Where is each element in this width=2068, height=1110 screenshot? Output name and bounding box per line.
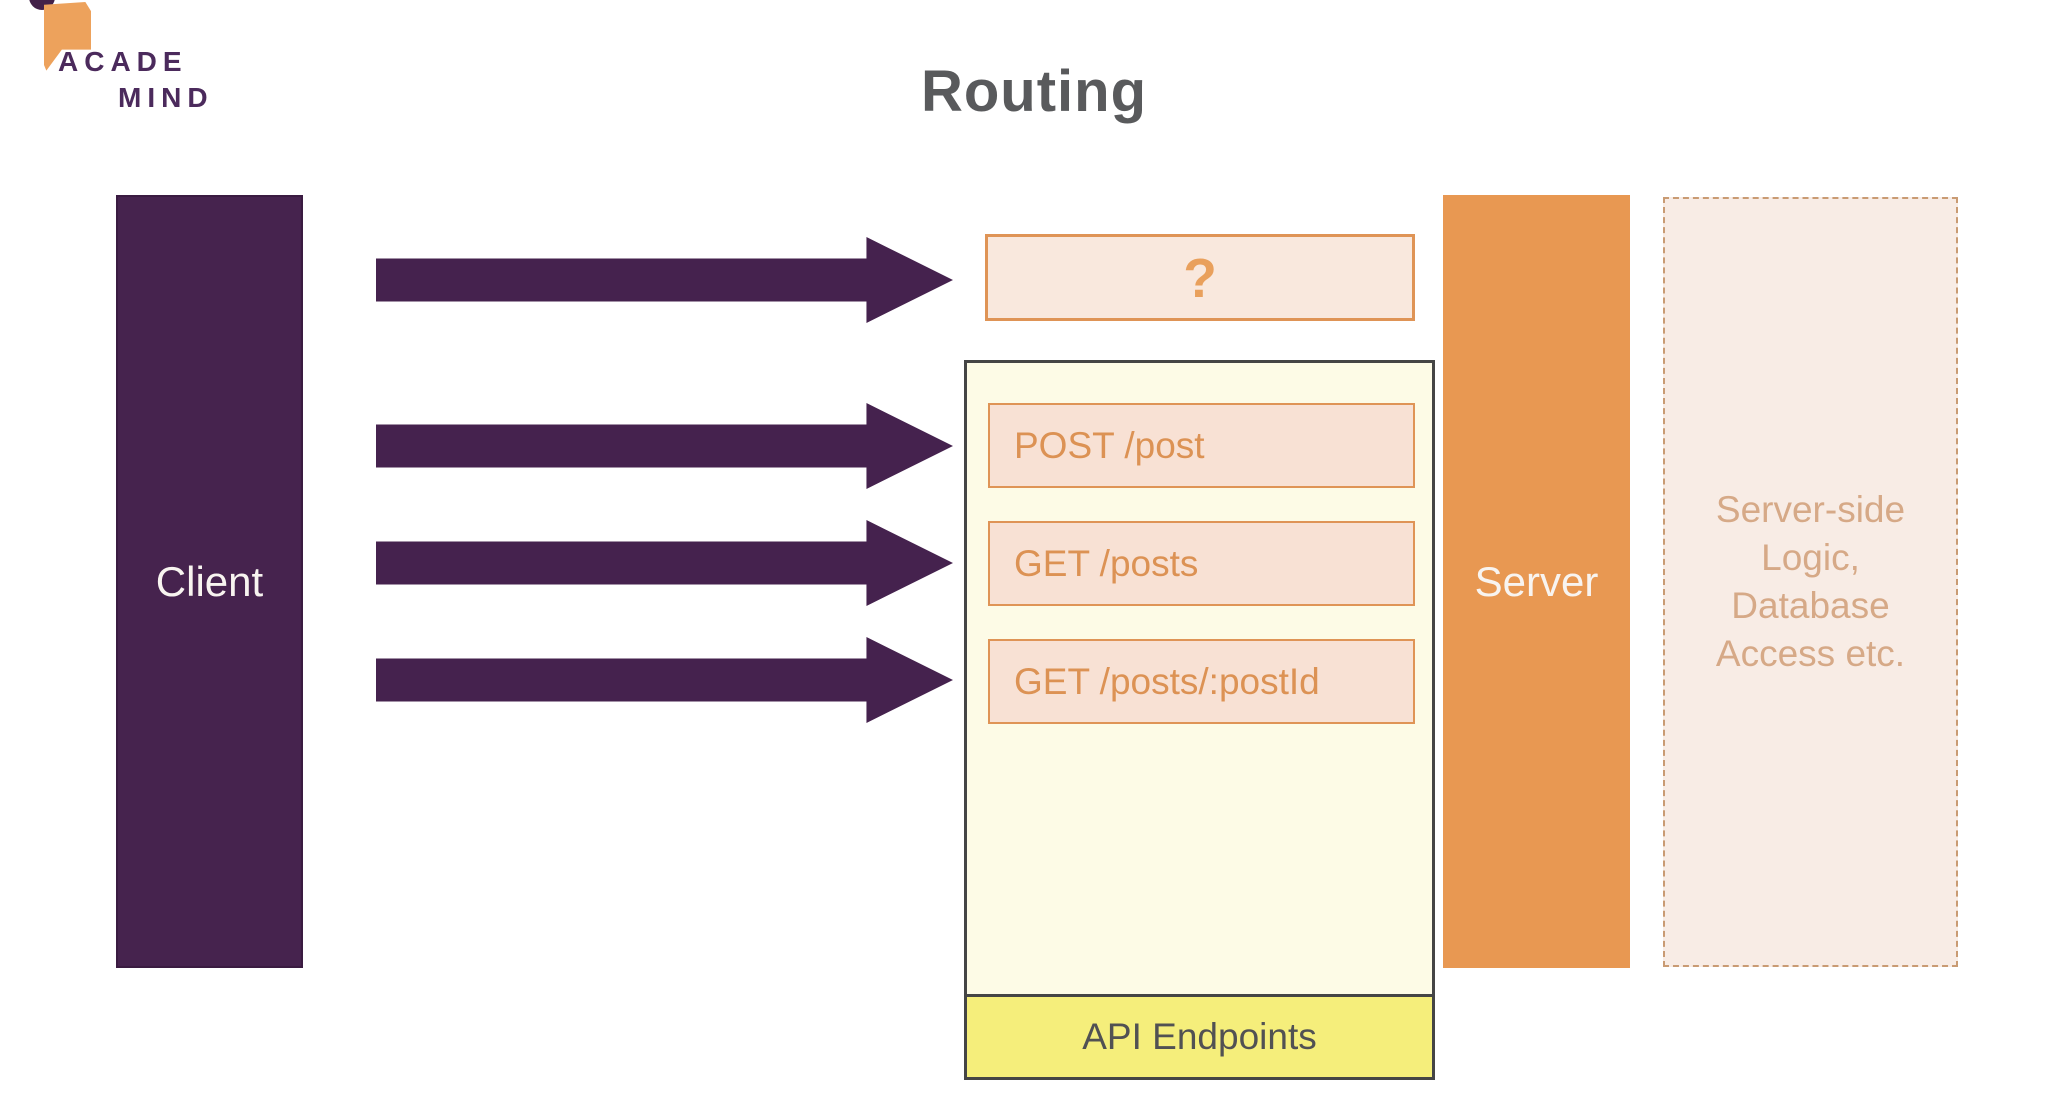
server-box: Server: [1443, 195, 1630, 968]
endpoint-get-posts-postid: GET /posts/:postId: [988, 639, 1415, 724]
unknown-route-box: ?: [985, 234, 1415, 321]
request-arrow-2: [376, 403, 953, 489]
endpoint-label: POST /post: [1014, 424, 1205, 466]
request-arrow-3: [376, 520, 953, 606]
client-box: Client: [116, 195, 303, 968]
api-endpoints-container: POST /post GET /posts GET /posts/:postId…: [964, 360, 1435, 1080]
server-side-logic-box: Server-side Logic, Database Access etc.: [1663, 197, 1958, 967]
logo-dot-icon: [29, 0, 55, 10]
request-arrow-1: [376, 237, 953, 323]
logo-text-acade: ACADE: [58, 46, 188, 77]
client-label: Client: [155, 557, 264, 605]
endpoint-label: GET /posts: [1014, 542, 1199, 584]
page-title: Routing: [920, 59, 1148, 124]
endpoint-get-posts: GET /posts: [988, 521, 1415, 606]
academind-logo: ACADE MIND: [0, 0, 300, 140]
question-mark-label: ?: [1183, 246, 1217, 309]
server-label: Server: [1474, 557, 1599, 605]
endpoint-post-post: POST /post: [988, 403, 1415, 488]
api-endpoints-label: API Endpoints: [1082, 1016, 1317, 1057]
logo-text-mind: MIND: [118, 82, 214, 113]
endpoint-label: GET /posts/:postId: [1014, 660, 1320, 702]
server-side-logic-label: Server-side Logic, Database Access etc.: [1715, 489, 1906, 674]
api-endpoints-label-bar: API Endpoints: [967, 994, 1432, 1077]
request-arrow-4: [376, 637, 953, 723]
